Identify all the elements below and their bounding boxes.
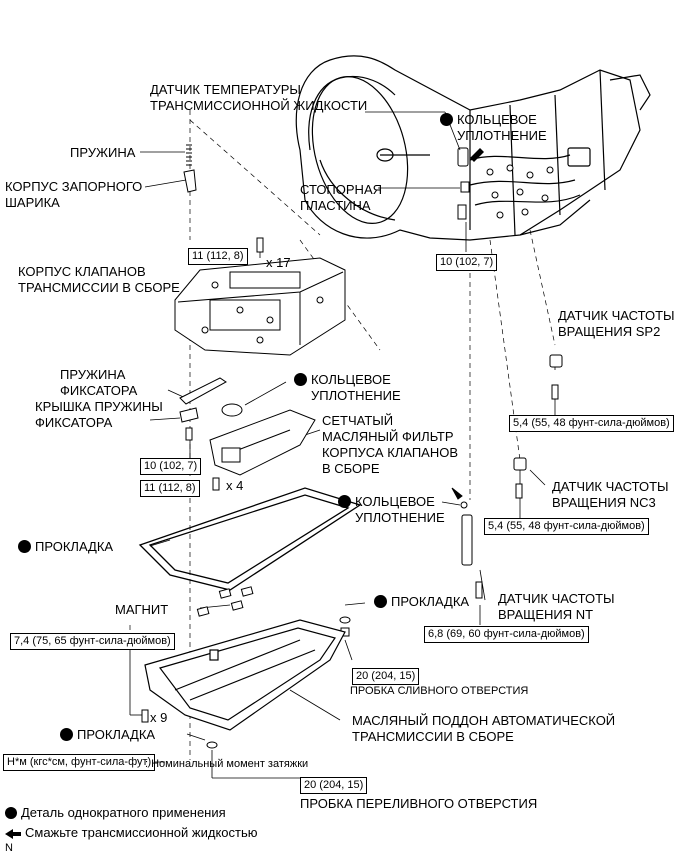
gasket-part [138,487,362,591]
bolt-detent [185,427,193,441]
label-temp-sensor: ДАТЧИК ТЕМПЕРАТУРЫ ТРАНСМИССИОННОЙ ЖИДКО… [150,82,368,113]
temp-sensor-part [457,147,470,220]
single-use-icon [338,495,351,508]
corner-mark: N [5,842,13,854]
check-ball-body-part [183,169,197,193]
label-detent-spring: ПРУЖИНА ФИКСАТОРА [60,367,138,398]
torque-valve-body: 11 (112, 8) [188,248,248,265]
label-lock-plate: СТОПОРНАЯ ПЛАСТИНА [300,182,382,213]
legend-single-use: Деталь однократного применения [5,805,226,820]
label-gasket-bottom: ПРОКЛАДКА [60,727,155,743]
strainer-part [209,409,316,476]
single-use-icon [374,595,387,608]
count-x17: x 17 [266,255,291,270]
label-oil-pan: МАСЛЯНЫЙ ПОДДОН АВТОМАТИЧЕСКОЙ ТРАНСМИСС… [352,713,616,744]
label-overflow-plug: ПРОБКА ПЕРЕЛИВНОГО ОТВЕРСТИЯ [300,796,538,811]
label-detent-cover: КРЫШКА ПРУЖИНЫ ФИКСАТОРА [35,399,163,430]
label-nt-sensor: ДАТЧИК ЧАСТОТЫ ВРАЩЕНИЯ NT [498,591,615,622]
nc3-sensor-part [513,457,527,499]
torque-detent: 10 (102, 7) [140,458,202,475]
pan-bolt [141,709,149,723]
label-strainer: СЕТЧАТЫЙ МАСЛЯНЫЙ ФИЛЬТР КОРПУСА КЛАПАНО… [322,413,459,476]
label-spring: ПРУЖИНА [70,145,136,160]
count-x9: x 9 [150,710,168,725]
label-check-ball-body: КОРПУС ЗАПОРНОГО ШАРИКА [5,179,143,210]
count-x4: x 4 [226,478,244,493]
transmission-housing [295,55,651,241]
label-gasket-right: ПРОКЛАДКА [374,594,469,610]
leader-lines [129,111,556,779]
label-drain-plug: ПРОБКА СЛИВНОГО ОТВЕРСТИЯ [350,685,529,697]
unit-box: Н*м (кгс*см, фунт-сила-фут) [3,754,156,771]
label-sp2-sensor: ДАТЧИК ЧАСТОТЫ ВРАЩЕНИЯ SP2 [558,308,675,339]
label-oring-top: КОЛЬЦЕВОЕ УПЛОТНЕНИЕ [440,112,547,144]
label-magnet: МАГНИТ [115,602,169,617]
label-gasket-left: ПРОКЛАДКА [18,539,113,555]
sp2-sensor-part [549,354,563,400]
unit-caption: : Номинальный момент затяжки [145,758,309,770]
torque-drain: 20 (204, 15) [352,668,420,685]
lube-arrow-icon [5,829,21,839]
detent-spring-part [179,377,227,405]
label-nc3-sensor: ДАТЧИК ЧАСТОТЫ ВРАЩЕНИЯ NC3 [552,479,669,510]
torque-nc3: 5,4 (55, 48 фунт-сила-дюймов) [484,518,649,535]
label-oring-mid: КОЛЬЦЕВОЕ УПЛОТНЕНИЕ [294,372,401,404]
overflow-plug-part [206,741,218,749]
single-use-icon [440,113,453,126]
wire-harness [486,164,554,219]
legend-lube: Смажьте трансмиссионной жидкостью [5,825,258,840]
single-use-icon [5,807,17,819]
torque-pan: 7,4 (75, 65 фунт-сила-дюймов) [10,633,175,650]
bolt-valve-body [256,237,264,253]
label-oring-right: КОЛЬЦЕВОЕ УПЛОТНЕНИЕ [338,494,445,526]
valve-body-part [174,257,346,356]
torque-strainer: 11 (112, 8) [140,480,200,497]
torque-lock-plate: 10 (102, 7) [436,254,498,271]
nt-sensor-part [461,514,483,599]
oring-mid-part [221,403,243,417]
oring-right-part [451,487,468,509]
lube-arrow-top [470,148,484,162]
torque-sp2: 5,4 (55, 48 фунт-сила-дюймов) [509,415,674,432]
single-use-icon [294,373,307,386]
oil-pan-part [144,619,346,731]
spring-part [186,144,192,166]
magnet-parts [196,586,254,617]
torque-overflow: 20 (204, 15) [300,777,368,794]
bolt-strainer [212,477,220,491]
single-use-icon [18,540,31,553]
label-valve-body: КОРПУС КЛАПАНОВ ТРАНСМИССИИ В СБОРЕ [18,264,180,295]
torque-nt: 6,8 (69, 60 фунт-сила-дюймов) [424,626,589,643]
single-use-icon [60,728,73,741]
detent-cover-part [179,407,199,423]
